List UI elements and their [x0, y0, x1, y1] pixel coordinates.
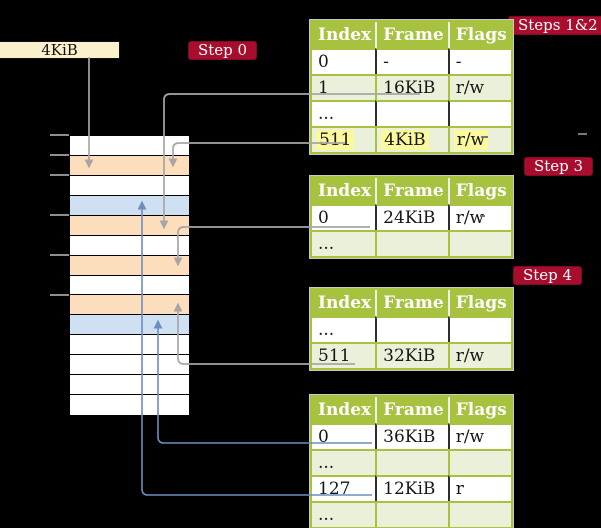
- address-tick: [50, 154, 69, 156]
- table-row: ...: [312, 501, 511, 527]
- cell-flags: r: [447, 475, 511, 501]
- address-tick: [50, 294, 69, 296]
- cell-index: 511: [312, 126, 376, 152]
- memory-cell: [70, 355, 189, 376]
- physical-frame-label: 4KiB: [41, 41, 78, 59]
- header-flags: Flags: [447, 178, 511, 204]
- cell-frame: 16KiB: [375, 74, 448, 100]
- memory-cell: [70, 175, 189, 196]
- cell-flags: r/w: [447, 342, 511, 368]
- cell-index: 511: [312, 342, 376, 368]
- physical-frame-box: 4KiB: [0, 41, 120, 59]
- cell-frame: [375, 316, 448, 342]
- cell-index: 127: [312, 475, 376, 501]
- address-tick: [50, 134, 69, 136]
- table-row: ...: [312, 100, 511, 126]
- address-tick: [50, 214, 69, 216]
- cell-frame: 32KiB: [375, 342, 448, 368]
- cell-flags: [447, 501, 511, 527]
- cell-frame: -: [375, 48, 448, 74]
- memory-cell: [70, 375, 189, 396]
- cell-flags: [447, 316, 511, 342]
- cell-flags: r/w: [447, 204, 511, 230]
- badge-steps-1-2: Steps 1&2: [508, 16, 601, 35]
- header-frame: Frame: [375, 290, 448, 316]
- memory-column: [69, 135, 190, 416]
- header-index: Index: [312, 178, 376, 204]
- table-header-row: Index Frame Flags: [312, 290, 511, 316]
- cell-index: 0: [312, 48, 376, 74]
- memory-cell: [70, 155, 189, 176]
- memory-cell: [70, 315, 189, 336]
- header-frame: Frame: [375, 397, 448, 423]
- table-header-row: Index Frame Flags: [312, 22, 511, 48]
- cell-frame: 4KiB: [375, 126, 448, 152]
- cell-frame: 36KiB: [375, 423, 448, 449]
- address-tick: [50, 174, 69, 176]
- memory-cell: [70, 295, 189, 316]
- cell-frame: 24KiB: [375, 204, 448, 230]
- cell-frame: [375, 100, 448, 126]
- cell-index: ...: [312, 230, 376, 256]
- cell-flags: -: [447, 48, 511, 74]
- table-header-row: Index Frame Flags: [312, 397, 511, 423]
- cell-frame: [375, 449, 448, 475]
- memory-cell: [70, 335, 189, 356]
- cell-frame: [375, 501, 448, 527]
- cell-flags: [447, 230, 511, 256]
- cell-index: 1: [312, 74, 376, 100]
- header-frame: Frame: [375, 22, 448, 48]
- cell-index: ...: [312, 501, 376, 527]
- cell-frame: [375, 230, 448, 256]
- cell-flags: r/w: [447, 423, 511, 449]
- cell-index: 0: [312, 204, 376, 230]
- table-row: ...: [312, 449, 511, 475]
- memory-cell: [70, 195, 189, 216]
- badge-step-3: Step 3: [524, 157, 594, 176]
- cell-index: ...: [312, 316, 376, 342]
- badge-step-4: Step 4: [513, 266, 583, 285]
- memory-cell: [70, 395, 189, 415]
- table-row: ...: [312, 230, 511, 256]
- cell-index: ...: [312, 100, 376, 126]
- memory-cell: [70, 215, 189, 236]
- memory-cell: [70, 275, 189, 296]
- table-row: 0--: [312, 48, 511, 74]
- header-index: Index: [312, 22, 376, 48]
- cell-index: 0: [312, 423, 376, 449]
- cell-flags: [447, 449, 511, 475]
- cell-flags: r/w: [447, 74, 511, 100]
- cell-frame: 12KiB: [375, 475, 448, 501]
- memory-cell: [70, 136, 189, 156]
- table-header-row: Index Frame Flags: [312, 178, 511, 204]
- header-index: Index: [312, 397, 376, 423]
- header-flags: Flags: [447, 397, 511, 423]
- badge-step-0: Step 0: [188, 41, 258, 60]
- memory-cell: [70, 235, 189, 256]
- header-frame: Frame: [375, 178, 448, 204]
- cell-index: ...: [312, 449, 376, 475]
- memory-cell: [70, 255, 189, 276]
- cell-flags: [447, 100, 511, 126]
- header-index: Index: [312, 290, 376, 316]
- cell-flags: r/w: [447, 126, 511, 152]
- table-row: ...: [312, 316, 511, 342]
- address-tick: [50, 254, 69, 256]
- header-flags: Flags: [447, 290, 511, 316]
- header-flags: Flags: [447, 22, 511, 48]
